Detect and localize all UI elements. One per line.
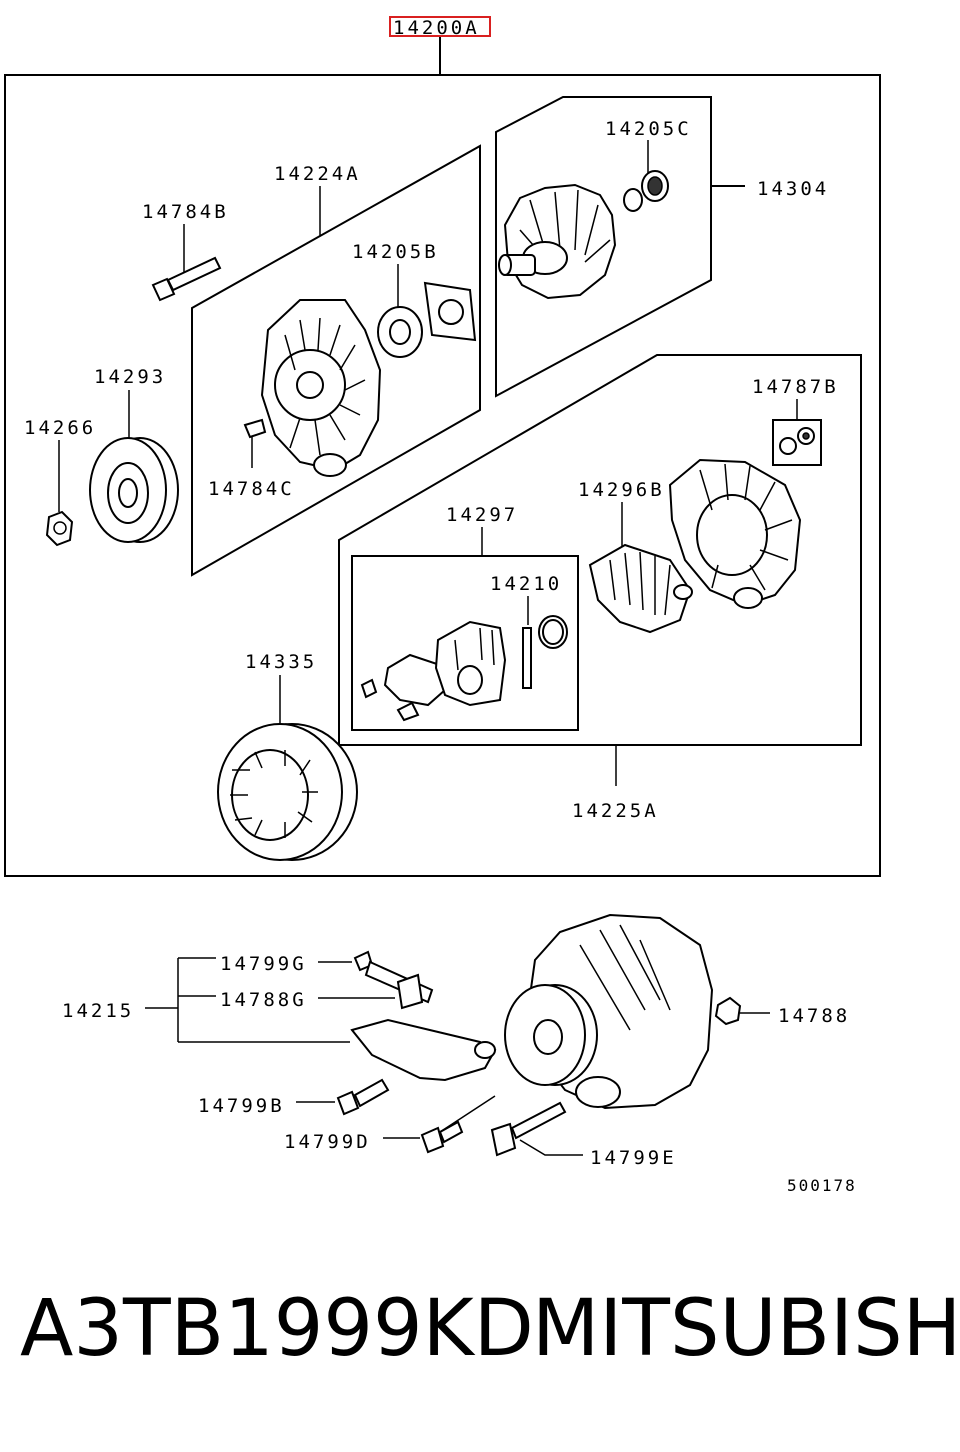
label-14205C[interactable]: 14205C [605,118,692,140]
label-14799E[interactable]: 14799E [590,1147,677,1169]
rotor-subframe [495,96,712,398]
label-14788G[interactable]: 14788G [220,989,307,1011]
label-14205B[interactable]: 14205B [352,241,439,263]
front-housing-part[interactable] [243,281,477,477]
rectifier-part[interactable] [588,543,693,634]
label-14224A[interactable]: 14224A [274,163,361,185]
alternator-assembly-part[interactable] [504,913,742,1110]
diagram-code: 500178 [787,1176,857,1195]
bracket-bolts-part[interactable] [336,950,567,1157]
label-14210[interactable]: 14210 [490,573,562,595]
nuts-14787B-part[interactable] [779,427,815,455]
pulley-part[interactable] [89,437,179,543]
part-number-caption: A3TB1999KD [20,1284,534,1374]
label-14788[interactable]: 14788 [778,1005,850,1027]
nut-14266-part[interactable] [45,510,74,547]
main-assembly-frame [4,74,881,877]
rotor-part[interactable] [498,170,669,300]
front-housing-subframe [191,144,481,577]
rectifier-subframe [338,354,862,746]
label-14799G[interactable]: 14799G [220,953,307,975]
regulator-part[interactable] [360,615,568,722]
label-14297[interactable]: 14297 [446,504,518,526]
regulator-inner-box [351,555,579,731]
brand-caption: MITSUBISHI [532,1284,960,1374]
label-14784C[interactable]: 14784C [208,478,295,500]
label-14799D[interactable]: 14799D [284,1131,371,1153]
label-14225A[interactable]: 14225A [572,800,659,822]
stator-part[interactable] [217,723,358,861]
top-label-highlight-box [389,16,491,37]
label-14266[interactable]: 14266 [24,417,96,439]
label-14304[interactable]: 14304 [757,178,829,200]
label-14215[interactable]: 14215 [62,1000,134,1022]
label-14200A[interactable]: 14200A [393,17,480,39]
label-14784B[interactable]: 14784B [142,201,229,223]
label-14335[interactable]: 14335 [245,651,317,673]
label-14293[interactable]: 14293 [94,366,166,388]
leader-14799E [519,1139,583,1156]
label-14296B[interactable]: 14296B [578,479,665,501]
bolt-14784B-part[interactable] [151,256,222,302]
rear-housing-part[interactable] [668,458,802,609]
label-14799B[interactable]: 14799B [198,1095,285,1117]
bracket-14215 [145,957,350,1043]
box-14787B [772,419,822,466]
label-14787B[interactable]: 14787B [752,376,839,398]
